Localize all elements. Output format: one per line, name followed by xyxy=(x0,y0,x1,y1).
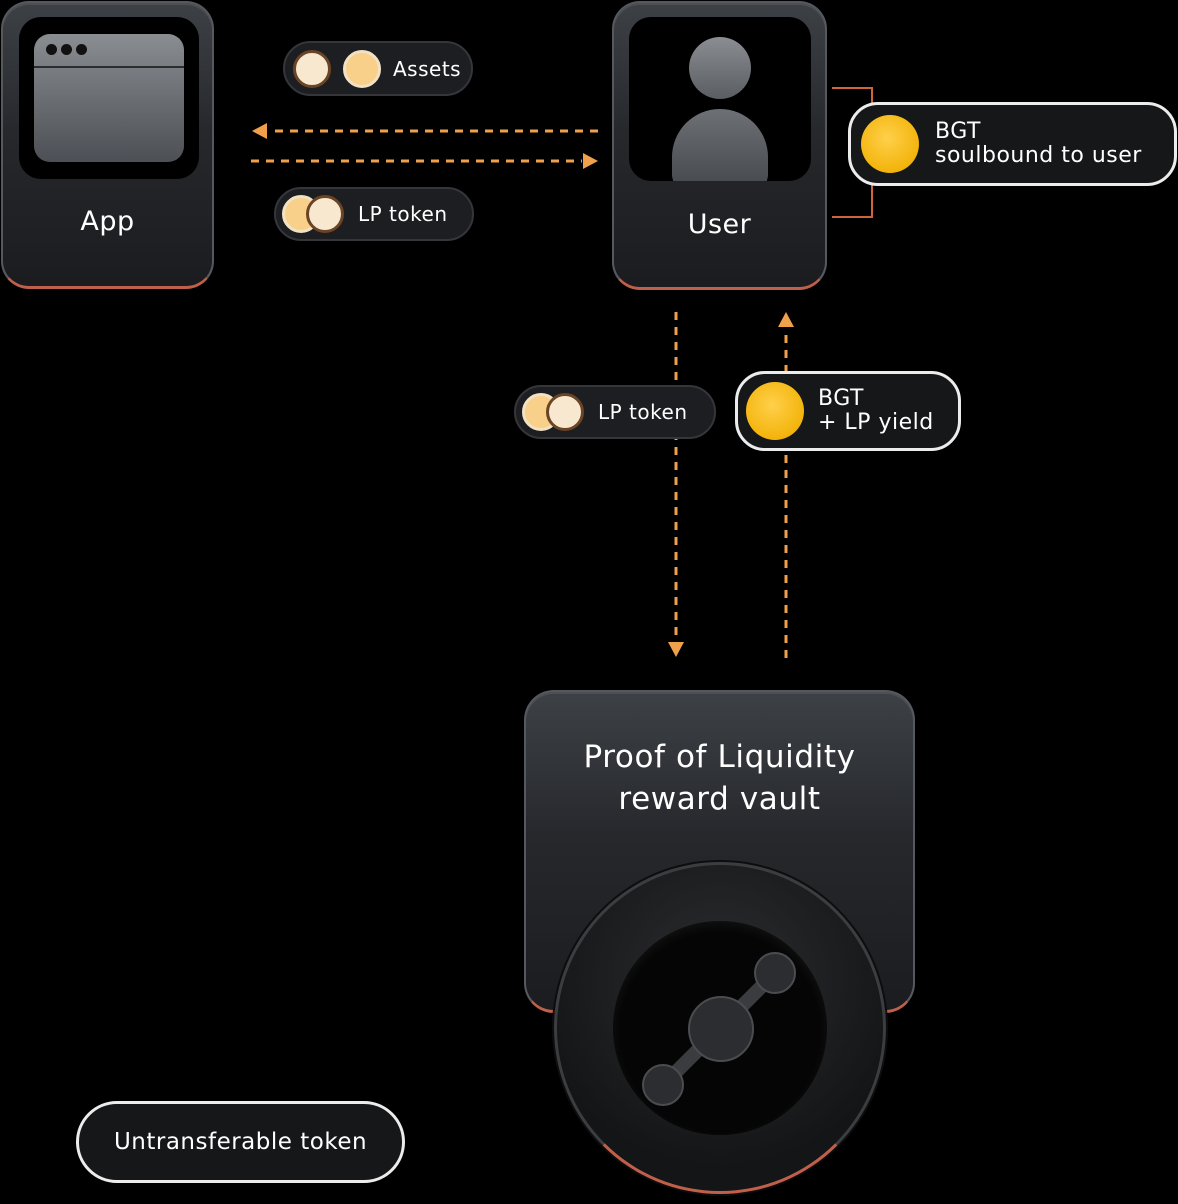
bgt-yield-subtitle: + LP yield xyxy=(818,410,934,435)
bgt-yield-title: BGT xyxy=(818,386,864,411)
bgt-yield-pill: BGT + LP yield xyxy=(735,371,961,451)
lp-token-pill-mid: LP token xyxy=(514,385,716,439)
lp-token-label-top: LP token xyxy=(358,202,448,226)
lp-token-pill-top: LP token xyxy=(274,187,474,241)
bgt-bee-coin-icon xyxy=(746,382,804,440)
vault-title-line1: Proof of Liquidity xyxy=(583,739,856,775)
app-card: App xyxy=(1,1,214,289)
untransferable-label: Untransferable token xyxy=(113,1129,368,1155)
vault-dial-icon xyxy=(554,862,886,1194)
bgt-soulbound-subtitle: soulbound to user xyxy=(935,143,1142,168)
user-label: User xyxy=(687,209,752,240)
assets-pill: Assets xyxy=(283,41,473,96)
arrowhead-right xyxy=(583,153,598,169)
user-avatar-icon xyxy=(629,17,811,181)
assets-label: Assets xyxy=(393,56,462,81)
bear-coin-icon xyxy=(546,393,584,431)
lp-token-label-mid: LP token xyxy=(598,400,688,424)
bgt-bee-coin-icon xyxy=(861,115,919,173)
arrowhead-left xyxy=(252,123,267,139)
arrowhead-down xyxy=(668,642,684,657)
untransferable-legend: Untransferable token xyxy=(76,1101,405,1183)
vault-title-line2: reward vault xyxy=(618,781,821,817)
bear-coin-icon xyxy=(306,195,344,233)
app-label: App xyxy=(80,206,135,237)
browser-window-icon xyxy=(19,17,199,179)
bgt-soulbound-pill: BGT soulbound to user xyxy=(848,102,1177,186)
bgt-soulbound-title: BGT xyxy=(935,119,981,144)
user-card: User xyxy=(612,1,827,290)
honeycomb-coin-icon xyxy=(343,49,381,88)
arrowhead-up xyxy=(778,312,794,327)
bear-coin-icon xyxy=(293,49,331,88)
